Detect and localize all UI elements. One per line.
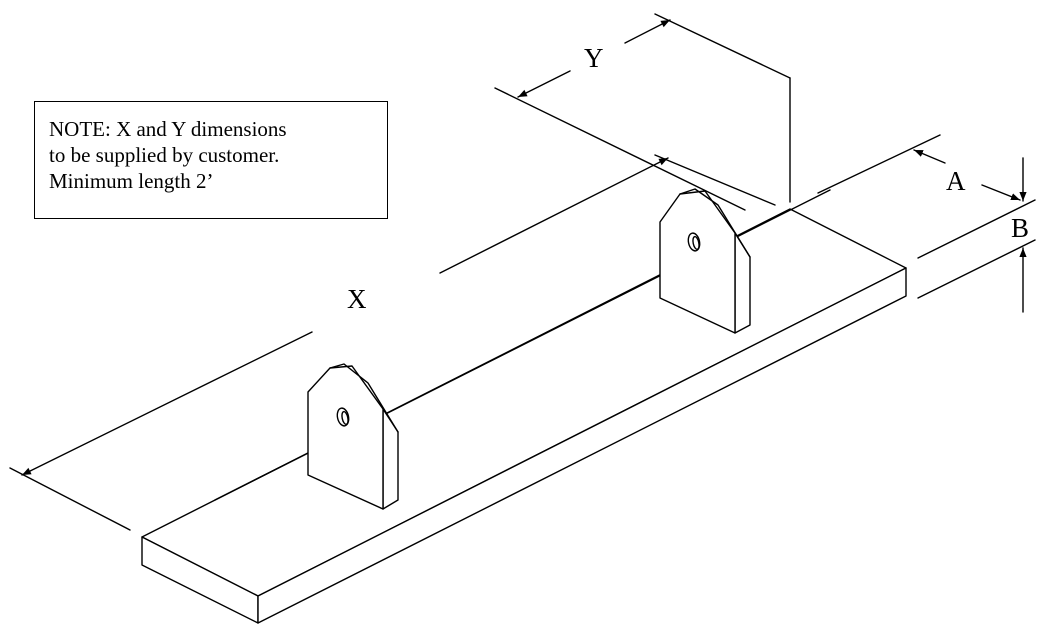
base-plate [141, 208, 907, 624]
note-line-2: to be supplied by customer. [49, 143, 280, 167]
note-box: NOTE: X and Y dimensions to be supplied … [34, 101, 388, 219]
dim-b-extension-top [917, 199, 1036, 259]
note-line-1: NOTE: X and Y dimensions [49, 117, 287, 141]
front-lug-top-edge [329, 363, 399, 433]
front-lug-hole-inner [341, 410, 349, 426]
dim-x-extension-near [9, 467, 131, 531]
dim-a-extension [817, 134, 941, 194]
dim-y-arrow-right [624, 19, 671, 44]
front-lug [307, 363, 399, 510]
dim-y-label: Y [584, 43, 604, 73]
dimension-y [494, 13, 791, 211]
dim-x-extension-far [654, 154, 776, 206]
base-plate-top-face [141, 208, 907, 597]
dim-a-label: A [946, 166, 966, 196]
dim-b-label: B [1011, 213, 1029, 243]
dim-a-arrow-upper [913, 149, 946, 164]
dimension-a [817, 134, 1021, 201]
note-line-3: Minimum length 2’ [49, 169, 214, 193]
dim-y-extension-near [494, 87, 746, 211]
dim-y-extension-far [654, 13, 791, 79]
dim-x-arrow-lower [21, 331, 313, 476]
rear-lug-hole-inner [692, 235, 700, 251]
dim-x-arrow-upper [439, 157, 669, 274]
dimension-x [9, 154, 776, 531]
dim-y-arrow-left [517, 70, 571, 98]
rear-lug [659, 188, 751, 334]
rear-lug-top-edge [679, 188, 751, 258]
dim-x-label: X [347, 284, 367, 314]
dim-b-extension-bottom [917, 239, 1036, 299]
base-plate-end-face [257, 267, 907, 624]
dim-a-arrow-lower [981, 184, 1021, 201]
dimension-b [917, 157, 1036, 313]
